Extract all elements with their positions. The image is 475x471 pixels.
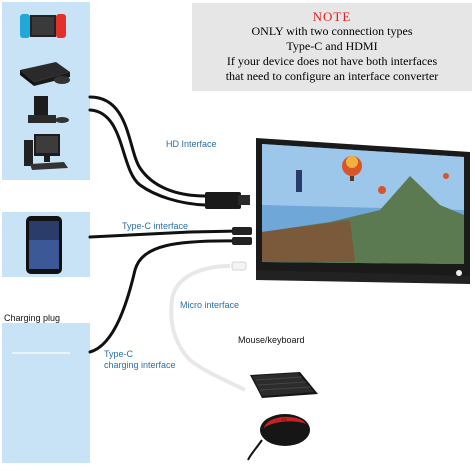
micro-plug [231,261,247,271]
playstation-icon [20,62,70,86]
note-line-4: that need to configure an interface conv… [225,69,439,83]
charging-plug-label: Charging plug [4,313,61,323]
typec-charging-label-1: Type-C [104,349,134,359]
mouse-keyboard-label: Mouse/keyboard [238,335,305,345]
mouse-icon [247,414,310,461]
charging-cable [88,239,242,354]
note-line-1: ONLY with two connection types [251,24,413,38]
charger-icon [12,352,70,354]
typec-interface-label: Type-C interface [122,221,189,231]
note-line-2: Type-C and HDMI [286,39,378,53]
note-box: NOTE ONLY with two connection types Type… [192,3,472,91]
keyboard-icon [250,372,318,398]
typec-charging-label-2: charging interface [104,360,176,370]
typec-plug [232,227,252,235]
hdmi-plug-tip [238,195,250,205]
charger-panel [2,323,90,463]
desktop-computer-icon [24,134,68,170]
game-console-icon [20,14,66,38]
hdmi-cable-1 [88,95,207,198]
micro-cable [169,264,246,392]
typec-cable [88,229,242,239]
smartphone-icon [26,216,62,274]
note-line-3: If your device does not have both interf… [226,54,438,68]
charging-plug-connector [232,237,252,245]
note-title: NOTE [312,9,352,24]
hd-interface-label: HD Interface [166,139,217,149]
micro-interface-label: Micro interface [180,300,240,310]
hdmi-cable-2 [88,108,207,207]
hdmi-plug [205,192,241,209]
xbox-icon [28,96,69,123]
monitor-icon [256,138,470,284]
